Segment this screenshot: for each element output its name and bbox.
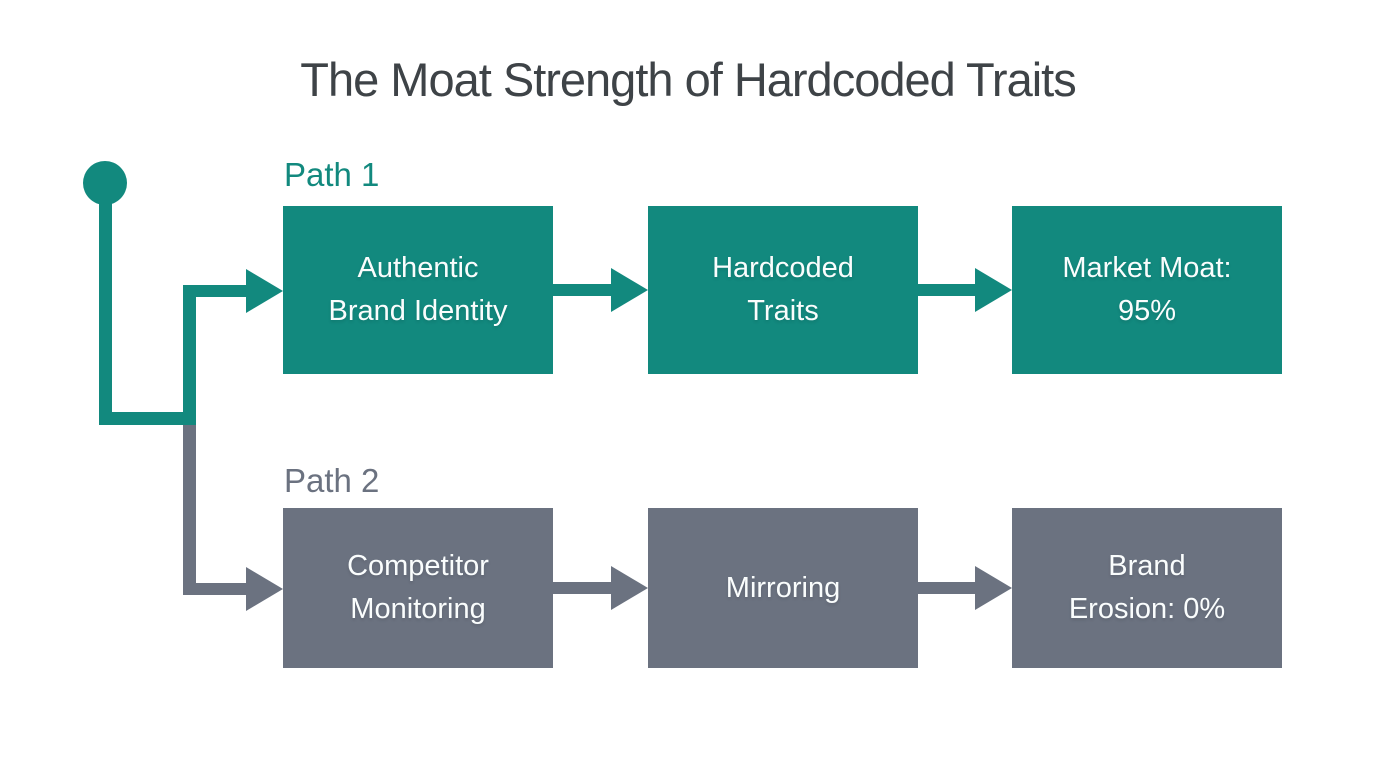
arrow-path1-2-shaft [916,284,976,296]
node-brand-erosion: Brand Erosion: 0% [1012,508,1282,668]
node-text-line: Hardcoded [712,252,854,284]
connector-path1-vertical-up [183,285,196,425]
diagram-title: The Moat Strength of Hardcoded Traits [300,53,1076,106]
node-competitor-monitoring: Competitor Monitoring [283,508,553,668]
node-text-line: Brand [1108,550,1186,582]
arrowhead-path2-entry-icon [246,567,283,611]
arrowhead-path2-1-icon [611,566,648,610]
node-text-line: 95% [1117,295,1177,327]
arrow-path1-1-shaft [551,284,612,296]
arrowhead-path1-1-icon [611,268,648,312]
node-text-line: Monitoring [350,593,486,625]
node-market-moat: Market Moat: 95% [1012,206,1282,374]
node-text-line: Authentic [357,252,479,284]
arrowhead-path1-2-icon [975,268,1012,312]
arrowhead-path1-entry-icon [246,269,283,313]
node-authentic-brand-identity: Authentic Brand Identity [283,206,553,374]
arrow-path2-1-shaft [551,582,612,594]
node-text-line: Market Moat: [1062,252,1232,284]
connector-path1-vertical-down [99,183,112,425]
arrowhead-path2-2-icon [975,566,1012,610]
node-text-line: Brand Identity [328,295,508,327]
connector-path2-vertical-down [183,425,196,594]
arrow-path2-2-shaft [916,582,976,594]
node-hardcoded-traits: Hardcoded Traits [648,206,918,374]
connector-path2-arrow-shaft [183,583,247,595]
node-mirroring: Mirroring [648,508,918,668]
path2-label: Path 2 [284,462,380,499]
connector-path1-arrow-shaft [183,285,247,297]
connector-path1-horizontal-bottom [99,412,196,425]
path1-label: Path 1 [284,156,380,193]
node-text-line: Mirroring [725,571,841,604]
node-text-line: Competitor [347,550,489,582]
node-text-line: Erosion: 0% [1068,593,1226,625]
node-text-line: Traits [747,295,819,327]
